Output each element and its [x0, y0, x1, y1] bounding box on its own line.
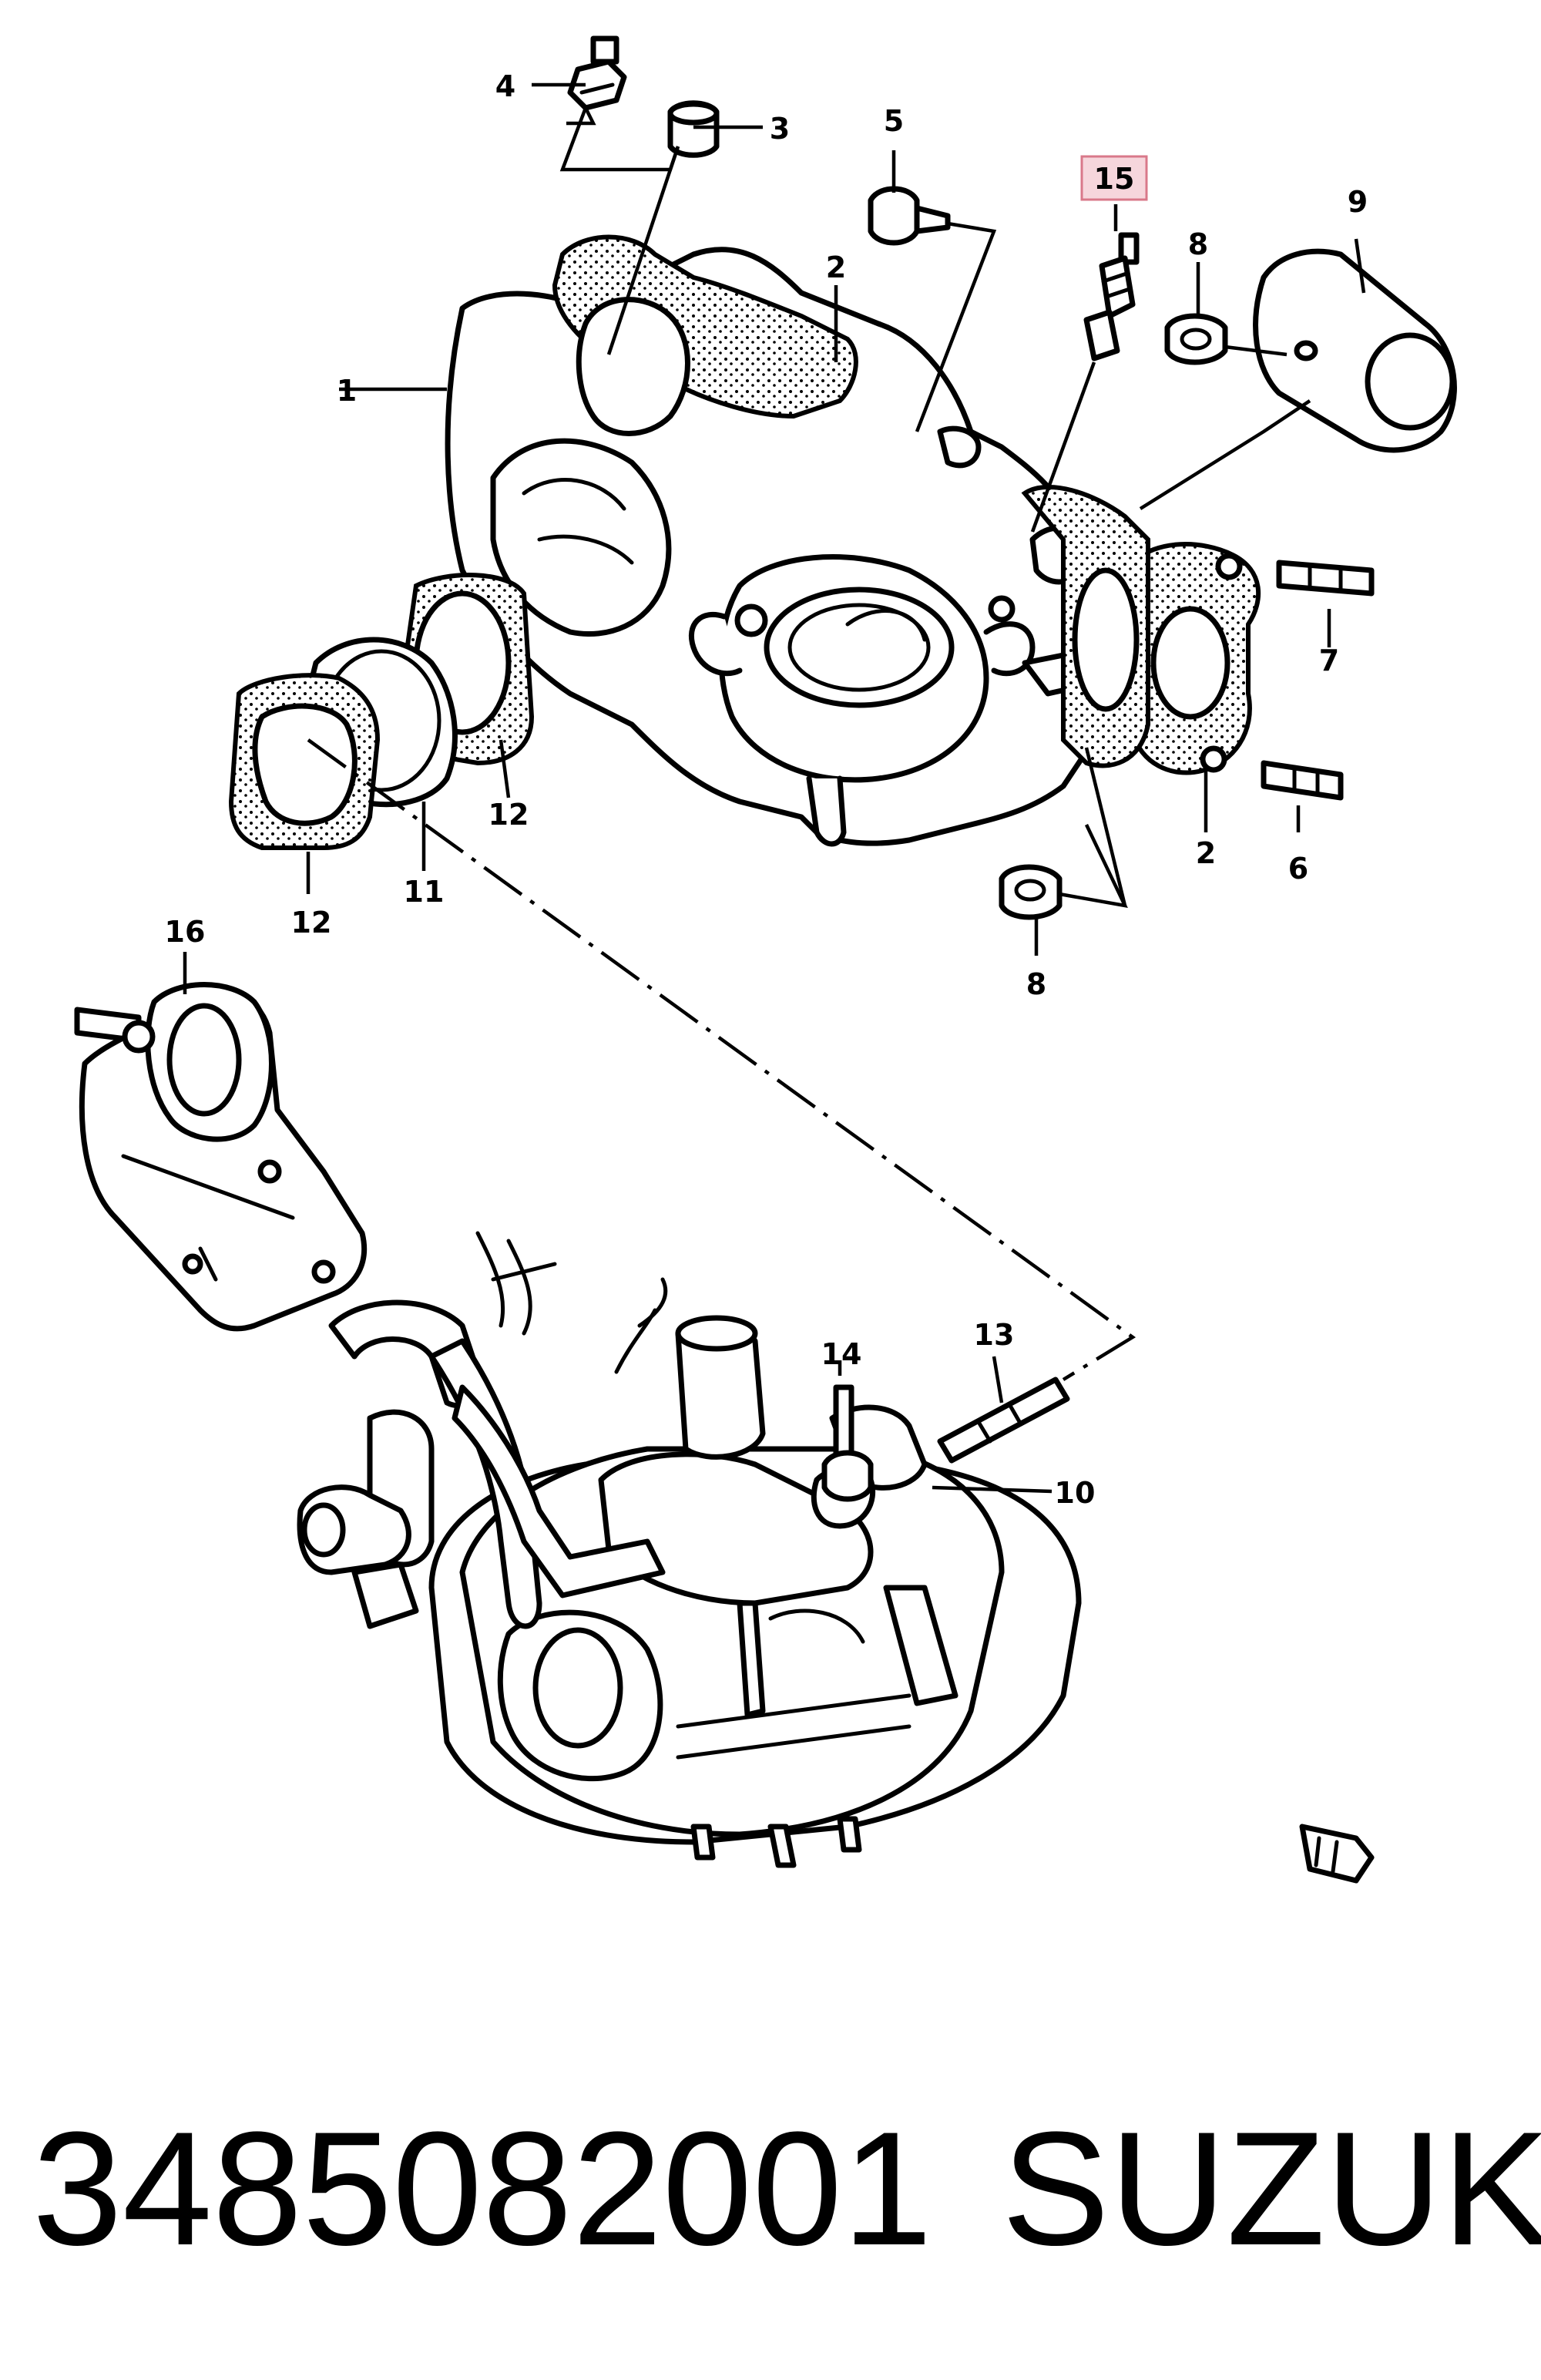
callout-15-highlight-box — [1080, 155, 1148, 201]
leader-lines — [183, 82, 1366, 1494]
part-8-nut-bottom — [999, 864, 1063, 920]
callout-10: 10 — [1055, 1476, 1096, 1510]
part-15-sensor — [1083, 232, 1140, 361]
part-9-plate — [1253, 248, 1457, 453]
callout-11: 11 — [404, 875, 445, 909]
callout-1: 1 — [337, 374, 357, 408]
intake-manifold — [398, 234, 1261, 847]
carburetor-assembly — [297, 1231, 1082, 1868]
assembly-centerline — [307, 738, 1136, 1381]
callout-7: 7 — [1319, 644, 1339, 677]
callout-16: 16 — [165, 915, 206, 949]
part-16-bracket — [74, 982, 368, 1332]
callout-2-bottom: 2 — [1196, 836, 1216, 870]
part-number-label: 3485082001 — [32, 2098, 932, 2279]
callout-12-right: 12 — [488, 798, 529, 832]
gasket-set-left — [228, 637, 458, 850]
callout-9: 9 — [1348, 185, 1368, 219]
callout-labels: 1 2 2 3 4 5 6 7 8 8 9 10 11 12 12 13 14 … — [165, 69, 1368, 1510]
part-14-screw — [821, 1384, 874, 1502]
callout-2-top: 2 — [826, 250, 846, 284]
part-13-stud — [937, 1377, 1070, 1464]
callout-6: 6 — [1288, 852, 1308, 886]
callout-4: 4 — [495, 69, 515, 103]
callout-12-left: 12 — [291, 906, 332, 940]
callout-14: 14 — [821, 1337, 862, 1371]
part-8-nut-top — [1164, 313, 1228, 365]
callout-13: 13 — [974, 1318, 1015, 1352]
part-6-stud — [1261, 760, 1344, 801]
exploded-parts-diagram: 1 2 2 3 4 5 6 7 8 8 9 10 11 12 12 13 14 … — [74, 35, 1457, 1884]
callout-8-bottom: 8 — [1026, 967, 1046, 1001]
part-3-plug — [667, 100, 720, 158]
part-4-fitting — [567, 35, 627, 111]
connector-fitting — [1299, 1824, 1375, 1884]
callout-15: 15 — [1094, 162, 1135, 196]
callout-8-top: 8 — [1188, 227, 1208, 261]
brand-label: SUZUKI — [1002, 2098, 1541, 2279]
callout-3: 3 — [770, 112, 790, 146]
part-7-stud — [1276, 560, 1375, 597]
callout-5: 5 — [884, 104, 904, 138]
part-5-bolt — [868, 186, 951, 246]
